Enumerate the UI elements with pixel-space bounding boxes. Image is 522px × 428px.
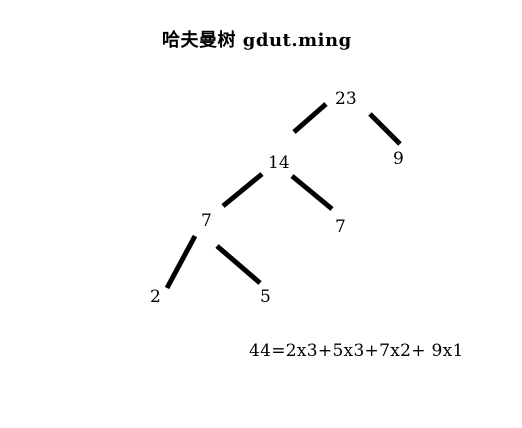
node-14: 14 [268, 153, 290, 173]
edge-23-14 [292, 102, 328, 134]
edge-7-2 [164, 234, 198, 290]
weighted-path-formula: 44=2x3+5x3+7x2+ 9x1 [249, 341, 464, 361]
edge-14-7leaf [290, 174, 334, 211]
edge-7-5 [215, 244, 262, 285]
node-7-leaf: 7 [335, 217, 346, 237]
node-23: 23 [335, 89, 357, 109]
node-5: 5 [260, 287, 271, 307]
edge-14-7 [221, 172, 264, 208]
node-7-internal: 7 [201, 211, 212, 231]
diagram-title: 哈夫曼树 gdut.ming [162, 30, 352, 51]
edge-23-9 [368, 112, 402, 146]
node-2: 2 [150, 287, 161, 307]
node-9: 9 [393, 149, 404, 169]
